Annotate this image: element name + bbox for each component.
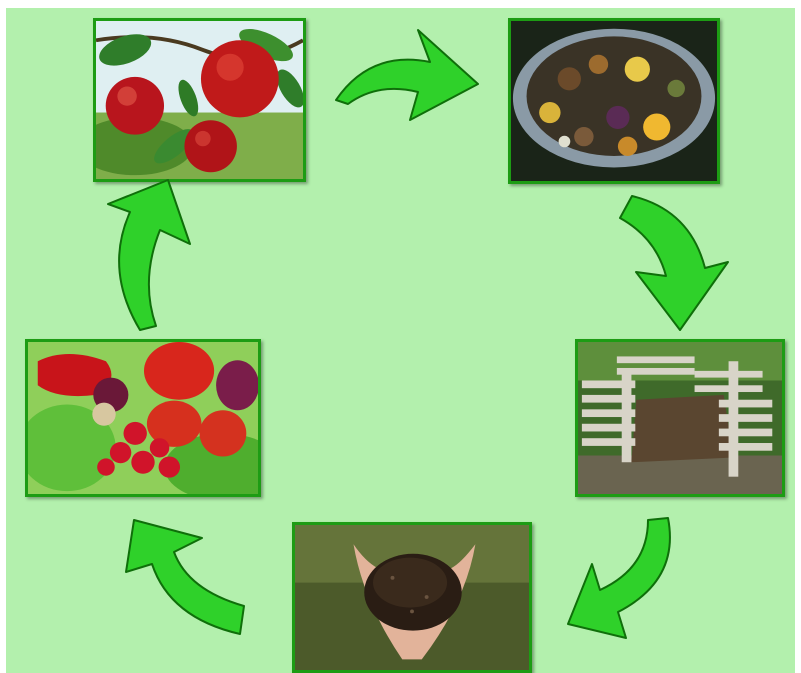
arrow-up-left-icon (126, 520, 244, 634)
arrow-up-icon (108, 180, 190, 330)
arrow-right-icon (336, 30, 478, 120)
arrow-down-icon (620, 196, 728, 330)
arrow-hands-to-vegetables (126, 520, 244, 634)
arrow-vegetables-to-apples (108, 180, 190, 330)
arrow-bin-to-hands (568, 518, 670, 638)
arrow-apples-to-scraps (336, 30, 478, 120)
arrow-scraps-to-bin (620, 196, 728, 330)
arrow-down-left-icon (568, 518, 670, 638)
